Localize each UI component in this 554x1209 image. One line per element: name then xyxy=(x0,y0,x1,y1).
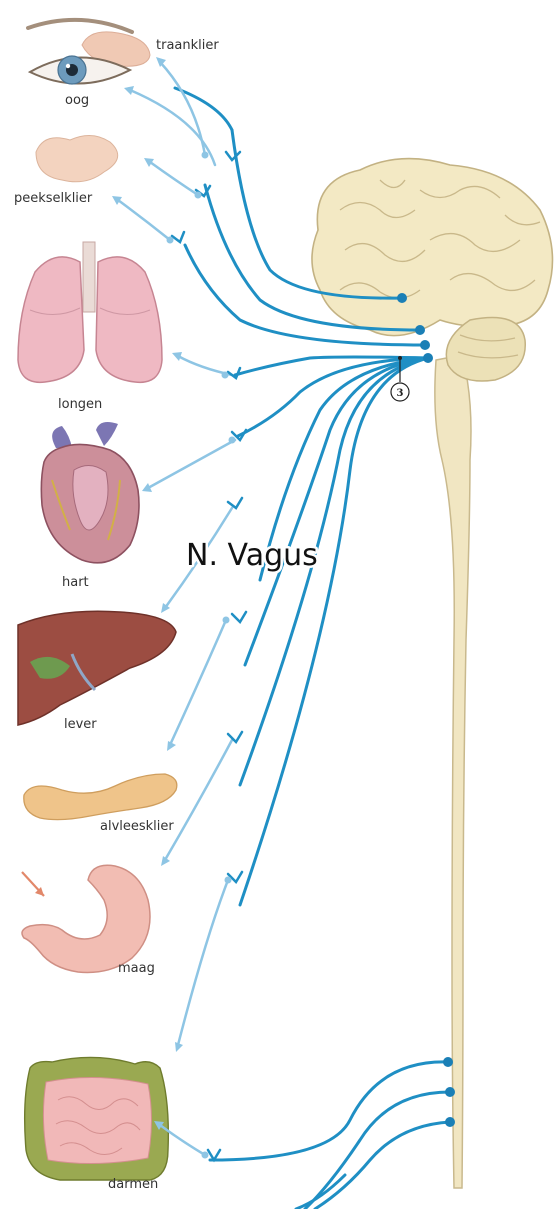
label-lungs: longen xyxy=(58,397,102,412)
label-stomach: maag xyxy=(118,961,155,976)
lungs xyxy=(18,242,162,382)
heart xyxy=(41,422,139,563)
stomach xyxy=(22,865,150,972)
label-tear-gland: traanklier xyxy=(156,38,219,53)
brain xyxy=(312,159,553,381)
ganglion-markers xyxy=(167,152,247,1161)
liver xyxy=(18,611,176,725)
marker-number: 3 xyxy=(397,388,404,399)
pancreas xyxy=(24,774,177,820)
label-pancreas: alvleesklier xyxy=(100,819,174,834)
label-heart: hart xyxy=(62,575,89,590)
label-liver: lever xyxy=(64,717,97,732)
label-intestines: darmen xyxy=(108,1177,158,1192)
salivary-gland xyxy=(36,135,118,181)
intestines xyxy=(25,1057,169,1180)
title-vagus: N. Vagus xyxy=(186,538,318,573)
label-eye: oog xyxy=(65,93,89,108)
label-salivary-gland: peekselklier xyxy=(14,191,93,206)
